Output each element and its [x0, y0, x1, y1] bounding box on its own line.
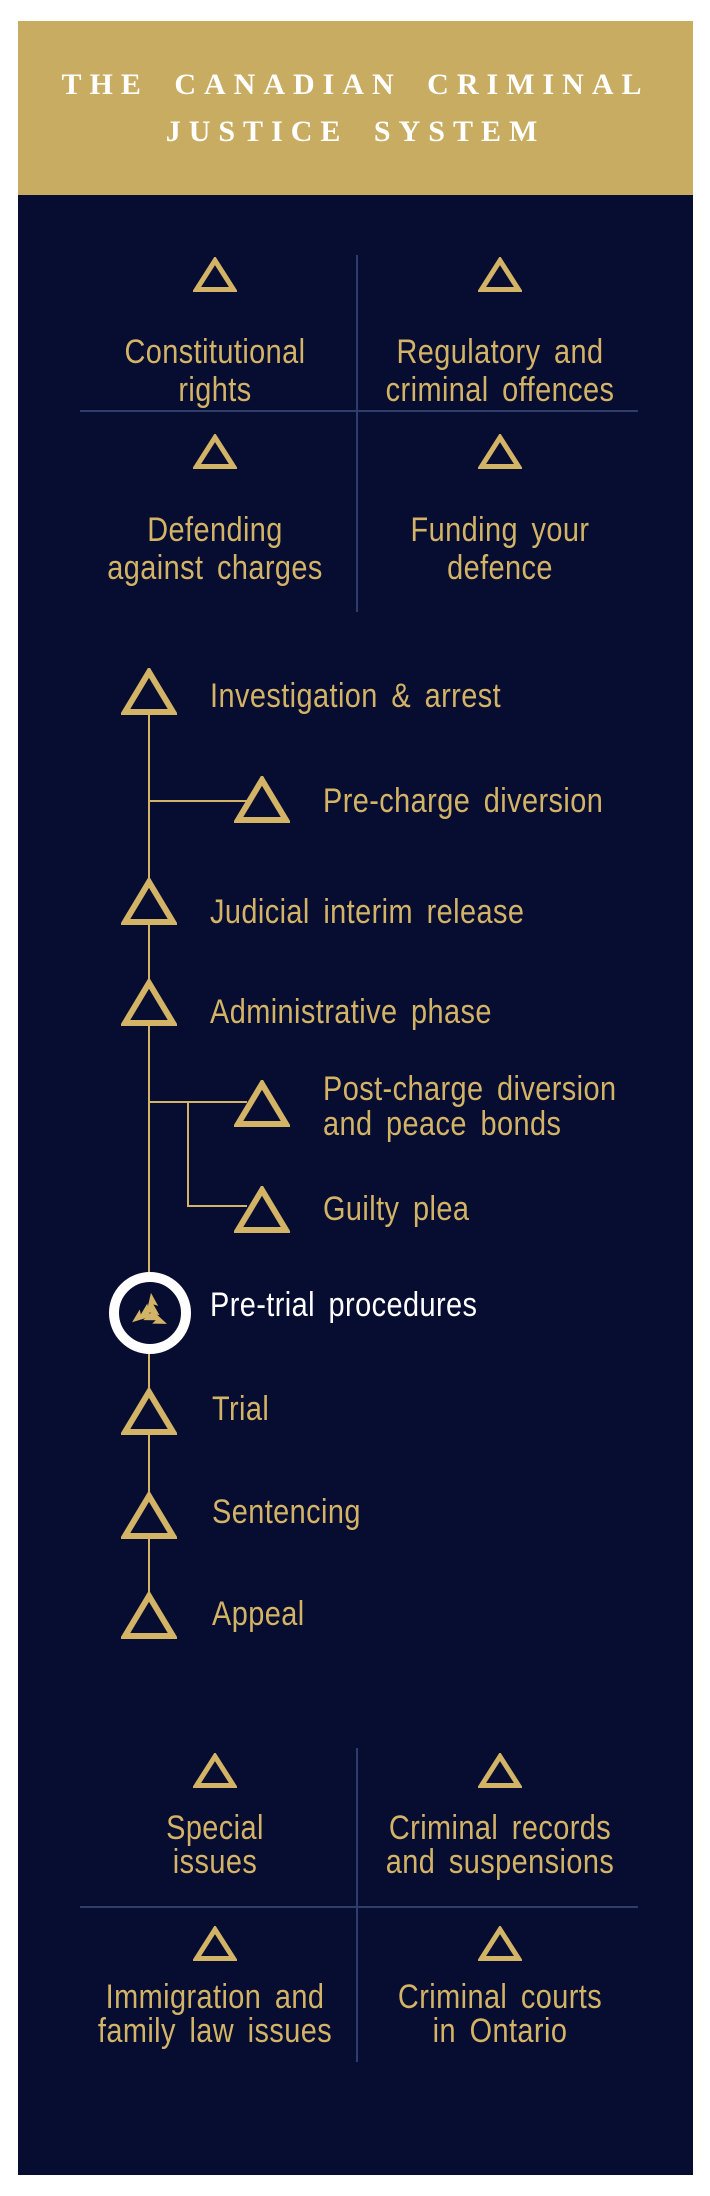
timeline-label-line: Judicial interim release	[210, 893, 525, 931]
timeline-label-line: Administrative phase	[210, 993, 492, 1031]
grid-label-line: Special	[166, 1809, 264, 1847]
timeline-item-sentencing[interactable]: Sentencing	[212, 1492, 361, 1532]
triangle-icon[interactable]	[478, 1926, 522, 1962]
triangle-icon[interactable]	[478, 257, 522, 293]
timeline-label-line: Appeal	[212, 1595, 305, 1633]
top-grid-horizontal-divider	[80, 410, 638, 412]
triangle-icon[interactable]	[121, 1592, 177, 1640]
timeline-item-trial[interactable]: Trial	[212, 1389, 269, 1429]
page-title-line1: THE CANADIAN CRIMINAL	[61, 68, 650, 101]
triangle-icon[interactable]	[234, 776, 290, 824]
branch-connector-post-charge	[149, 1101, 247, 1103]
timeline-main-line	[148, 1538, 150, 1594]
timeline-label-line: Post-charge diversion	[323, 1070, 617, 1108]
grid-label-line: issues	[172, 1843, 258, 1881]
grid-label-line: Regulatory and	[396, 333, 604, 371]
timeline-label-line: Guilty plea	[323, 1190, 470, 1228]
timeline-main-line	[148, 1352, 150, 1390]
grid-label-line: Criminal courts	[397, 1978, 603, 2016]
triangle-icon[interactable]	[121, 1492, 177, 1540]
timeline-label-line: Pre-charge diversion	[323, 782, 604, 820]
header-banner	[18, 21, 693, 195]
timeline-label-line: Sentencing	[212, 1493, 361, 1531]
timeline-label-line: Trial	[212, 1390, 270, 1428]
top-grid-item-regulatory-offences[interactable]: Regulatory and criminal offences	[373, 333, 628, 409]
timeline-item-administrative-phase[interactable]: Administrative phase	[210, 992, 492, 1032]
grid-label-line: Constitutional	[124, 333, 306, 371]
branch-connector-pre-charge	[149, 800, 247, 802]
timeline-item-post-charge-diversion[interactable]: Post-charge diversion and peace bonds	[323, 1072, 617, 1142]
grid-label-line: in Ontario	[432, 2012, 568, 2050]
page-title: THE CANADIAN CRIMINAL JUSTICE SYSTEM	[18, 61, 693, 155]
bottom-grid-item-immigration-family-law[interactable]: Immigration and family law issues	[88, 1980, 343, 2048]
grid-label-line: against charges	[107, 549, 323, 587]
triangle-icon[interactable]	[234, 1080, 290, 1128]
grid-label-line: Immigration and	[105, 1978, 325, 2016]
triangle-icon[interactable]	[121, 878, 177, 926]
triangle-icon[interactable]	[193, 257, 237, 293]
triangle-icon[interactable]	[478, 1753, 522, 1789]
top-grid-vertical-divider	[356, 255, 358, 612]
grid-label-line: criminal offences	[385, 371, 615, 409]
triangle-icon[interactable]	[121, 1388, 177, 1436]
timeline-main-line	[148, 1434, 150, 1494]
bottom-grid-item-criminal-records[interactable]: Criminal records and suspensions	[373, 1811, 628, 1879]
bottom-grid-item-special-issues[interactable]: Special issues	[88, 1811, 343, 1879]
grid-label-line: Defending	[147, 511, 283, 549]
page-title-line2: JUSTICE SYSTEM	[165, 115, 546, 148]
triangle-icon[interactable]	[234, 1186, 290, 1234]
timeline-label-line: Investigation & arrest	[210, 677, 502, 715]
branch-bracket-line	[187, 1101, 189, 1207]
timeline-item-guilty-plea[interactable]: Guilty plea	[323, 1189, 469, 1229]
grid-label-line: and suspensions	[385, 1843, 615, 1881]
logo-icon	[132, 1292, 167, 1324]
bottom-grid-horizontal-divider	[80, 1906, 638, 1908]
triangle-icon[interactable]	[121, 979, 177, 1027]
top-grid-item-funding-defence[interactable]: Funding your defence	[373, 511, 628, 587]
triangle-icon[interactable]	[193, 1926, 237, 1962]
triangle-icon[interactable]	[193, 1753, 237, 1789]
grid-label-line: defence	[447, 549, 553, 587]
top-grid-item-constitutional-rights[interactable]: Constitutional rights	[88, 333, 343, 409]
timeline-label-line: Pre-trial procedures	[210, 1286, 478, 1324]
bottom-grid-vertical-divider	[356, 1748, 358, 2062]
triangle-icon[interactable]	[121, 668, 177, 716]
grid-label-line: Criminal records	[388, 1809, 612, 1847]
branch-connector-guilty-plea	[187, 1205, 247, 1207]
top-grid-item-defending-charges[interactable]: Defending against charges	[88, 511, 343, 587]
timeline-label-line: and peace bonds	[323, 1105, 562, 1143]
timeline-item-investigation-arrest[interactable]: Investigation & arrest	[210, 676, 501, 716]
bottom-grid-item-criminal-courts-ontario[interactable]: Criminal courts in Ontario	[373, 1980, 628, 2048]
triangle-icon[interactable]	[478, 434, 522, 470]
current-step-circle[interactable]	[109, 1272, 191, 1354]
timeline-item-pre-charge-diversion[interactable]: Pre-charge diversion	[323, 781, 603, 821]
grid-label-line: rights	[178, 371, 252, 409]
triangle-icon[interactable]	[193, 434, 237, 470]
timeline-item-appeal[interactable]: Appeal	[212, 1594, 305, 1634]
timeline-item-judicial-interim-release[interactable]: Judicial interim release	[210, 892, 524, 932]
body-background	[18, 195, 693, 2175]
grid-label-line: Funding your	[410, 511, 590, 549]
timeline-item-pre-trial-procedures[interactable]: Pre-trial procedures	[210, 1285, 477, 1325]
grid-label-line: family law issues	[97, 2012, 333, 2050]
